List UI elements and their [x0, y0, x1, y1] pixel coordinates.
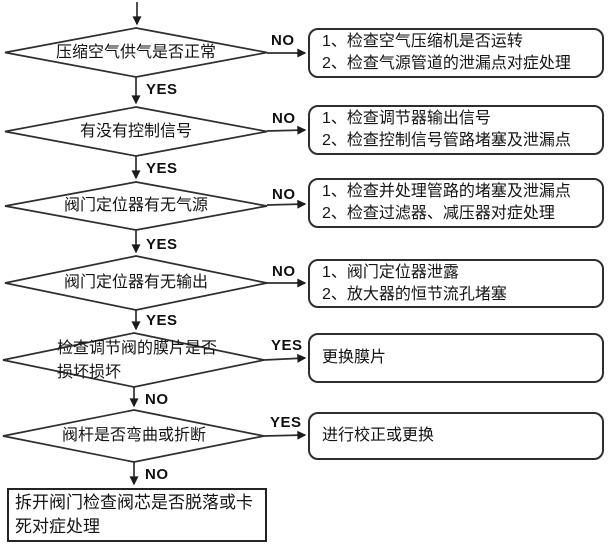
action-line: 2、放大器的恒节流孔堵塞 [322, 285, 507, 303]
action-line: 2、检查过滤器、减压器对症处理 [322, 205, 555, 222]
branch-label-down-4: YES [146, 312, 178, 329]
branch-label-right-6: YES [270, 414, 302, 431]
branch-label-right-5: YES [271, 337, 303, 354]
decision-diamond-5 [2, 332, 265, 388]
branch-label-right-1: NO [271, 32, 295, 49]
decision-diamond-2 [4, 106, 268, 157]
final-action-box: 拆开阀门检查阀芯是否脱落或卡 死对症处理 [7, 488, 267, 542]
final-action-line-2: 死对症处理 [15, 517, 100, 536]
decision-label-5-line-1: 检查调节阀的膜片是否 [57, 340, 218, 357]
action-box-1: 1、检查空气压缩机是否运转 2、检查气源管道的泄漏点对症处理 [308, 28, 604, 78]
branch-label-down-2: YES [146, 160, 178, 177]
decision-diamond-4 [4, 255, 268, 311]
action-line: 1、检查并处理管路的堵塞及泄漏点 [322, 183, 571, 200]
action-box-2: 1、检查调节器输出信号 2、检查控制信号管路堵塞及泄漏点 [308, 105, 604, 155]
action-line: 2、检查控制信号管路堵塞及泄漏点 [322, 132, 571, 149]
action-box-4: 1、阀门定位器泄露 2、放大器的恒节流孔堵塞 [308, 259, 604, 308]
branch-label-down-1: YES [146, 81, 178, 98]
decision-label-3: 阀门定位器有无气源 [63, 197, 208, 214]
action-line: 2、检查气源管道的泄漏点对症处理 [322, 55, 571, 72]
branch-label-right-3: NO [272, 186, 296, 203]
decision-diamonds [2, 27, 268, 463]
decision-diamond-3 [4, 181, 268, 231]
action-line: 更换膜片 [322, 349, 387, 366]
decision-label-4: 阀门定位器有无输出 [63, 274, 208, 291]
branch-label-right-4: NO [272, 263, 296, 280]
action-line: 1、阀门定位器泄露 [322, 263, 459, 281]
branch-label-down-6: NO [145, 466, 169, 483]
final-action-line-1: 拆开阀门检查阀芯是否脱落或卡 [15, 493, 253, 512]
decision-label-6: 阀杆是否弯曲或折断 [61, 427, 206, 444]
decision-label-5: 检查调节阀的膜片是否 损坏损坏 [57, 337, 217, 385]
action-box-3: 1、检查并处理管路的堵塞及泄漏点 2、检查过滤器、减压器对症处理 [308, 178, 604, 228]
action-line: 1、检查空气压缩机是否运转 [322, 33, 523, 50]
action-box-5: 更换膜片 [308, 333, 604, 383]
decision-label-5-line-2: 损坏损坏 [57, 364, 122, 381]
branch-label-down-3: YES [146, 236, 178, 253]
action-box-6: 进行校正或更换 [308, 412, 604, 460]
decision-diamond-6 [2, 409, 265, 463]
decision-label-1: 压缩空气供气是否正常 [55, 44, 216, 61]
branch-label-down-5: NO [145, 391, 169, 408]
action-line: 进行校正或更换 [322, 427, 435, 444]
branch-label-right-2: NO [272, 110, 296, 127]
action-line: 1、检查调节器输出信号 [322, 110, 491, 127]
flow-arrows [129, 2, 307, 486]
decision-label-2: 有没有控制信号 [79, 123, 192, 140]
decision-diamond-1 [4, 27, 268, 78]
